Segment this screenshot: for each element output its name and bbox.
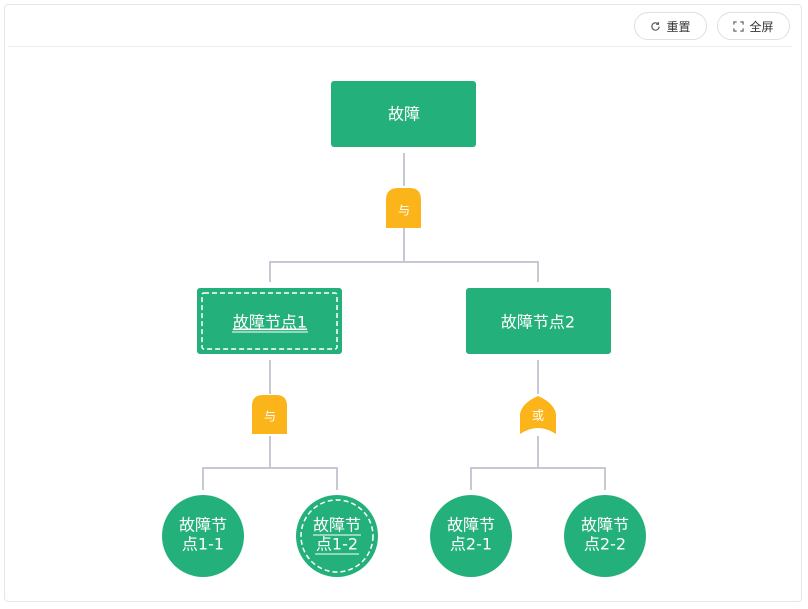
root-gate-label: 与 — [398, 204, 410, 218]
reset-button[interactable]: 重置 — [634, 12, 707, 40]
node1-gate-label: 与 — [264, 410, 276, 424]
expand-icon — [733, 20, 745, 32]
node2-or-gate[interactable]: 或 — [520, 396, 556, 434]
node1-and-gate[interactable]: 与 — [252, 395, 287, 434]
fullscreen-button[interactable]: 全屏 — [717, 12, 790, 40]
node2-gate-label: 或 — [532, 409, 544, 423]
leaf-node-1-1[interactable]: 故障节 点1-1 — [162, 495, 244, 577]
leaf-node-1-1-line1: 故障节 — [179, 516, 227, 535]
root-and-gate[interactable]: 与 — [386, 188, 421, 228]
root-node[interactable]: 故障 — [331, 81, 476, 147]
connectors — [202, 153, 606, 490]
leaf-node-1-1-line2: 点1-1 — [182, 535, 224, 554]
leaf-node-2-1[interactable]: 故障节 点2-1 — [430, 495, 512, 577]
leaf-node-1-2-line2: 点1-2 — [316, 535, 358, 554]
toolbar: 重置 全屏 — [8, 8, 792, 47]
leaf-node-1-2-line1: 故障节 — [313, 516, 361, 535]
fault-node-1-label: 故障节点1 — [233, 313, 307, 332]
leaf-node-2-2-line1: 故障节 — [581, 516, 629, 535]
leaf-node-1-2[interactable]: 故障节 点1-2 — [296, 495, 378, 577]
leaf-node-2-2[interactable]: 故障节 点2-2 — [564, 495, 646, 577]
root-node-label: 故障 — [388, 105, 420, 124]
fault-node-1[interactable]: 故障节点1 — [197, 288, 342, 354]
leaf-node-2-1-line2: 点2-1 — [450, 535, 492, 554]
fault-node-2-label: 故障节点2 — [501, 313, 575, 332]
reset-button-label: 重置 — [666, 19, 691, 34]
leaf-node-2-2-line2: 点2-2 — [584, 535, 626, 554]
fullscreen-button-label: 全屏 — [749, 19, 774, 34]
leaf-node-2-1-line1: 故障节 — [447, 516, 495, 535]
fault-node-2[interactable]: 故障节点2 — [466, 288, 611, 354]
refresh-icon — [651, 21, 661, 31]
